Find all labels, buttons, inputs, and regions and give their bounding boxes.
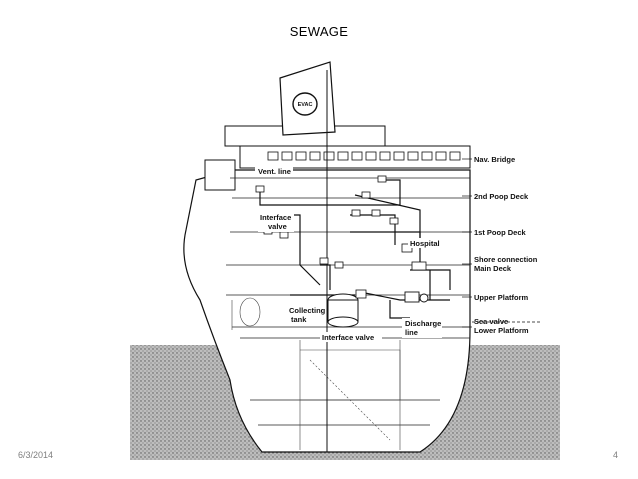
slide-title: SEWAGE [289, 24, 349, 39]
label-sea-valve: Sea valve [474, 317, 508, 326]
label-shore-connection: Shore connection [474, 255, 538, 264]
label-main-deck: Main Deck [474, 264, 512, 273]
label-2nd-poop-deck: 2nd Poop Deck [474, 192, 529, 201]
discharge-pump [404, 291, 429, 303]
funnel-logo: EVAC [298, 102, 313, 108]
callout-labels: Vent. line Interface valve Hospital Coll… [255, 166, 444, 342]
label-nav-bridge: Nav. Bridge [474, 155, 515, 164]
label-collecting-tank-2: tank [291, 315, 307, 324]
sewage-piping [259, 179, 451, 319]
collecting-tank [327, 289, 367, 328]
bridge-windows [267, 151, 461, 161]
footer-page-number: 4 [612, 450, 618, 460]
footer-date: 6/3/2014 [18, 450, 54, 460]
label-discharge-line-2: line [405, 328, 418, 337]
label-interface-valve-top-1: Interface [260, 213, 291, 222]
label-upper-platform: Upper Platform [474, 293, 529, 302]
label-collecting-tank-1: Collecting [289, 306, 326, 315]
label-interface-valve-bottom: Interface valve [322, 333, 374, 342]
label-hospital: Hospital [410, 239, 440, 248]
funnel: EVAC [279, 61, 336, 136]
label-1st-poop-deck: 1st Poop Deck [474, 228, 527, 237]
deck-label-leaders [462, 158, 472, 328]
label-lower-platform: Lower Platform [474, 326, 529, 335]
label-discharge-line-1: Discharge [405, 319, 441, 328]
bulkheads [231, 297, 401, 450]
label-vent-line: Vent. line [258, 167, 291, 176]
label-interface-valve-top-2: valve [268, 222, 287, 231]
deck-labels: Nav. Bridge 2nd Poop Deck 1st Poop Deck … [474, 155, 538, 335]
